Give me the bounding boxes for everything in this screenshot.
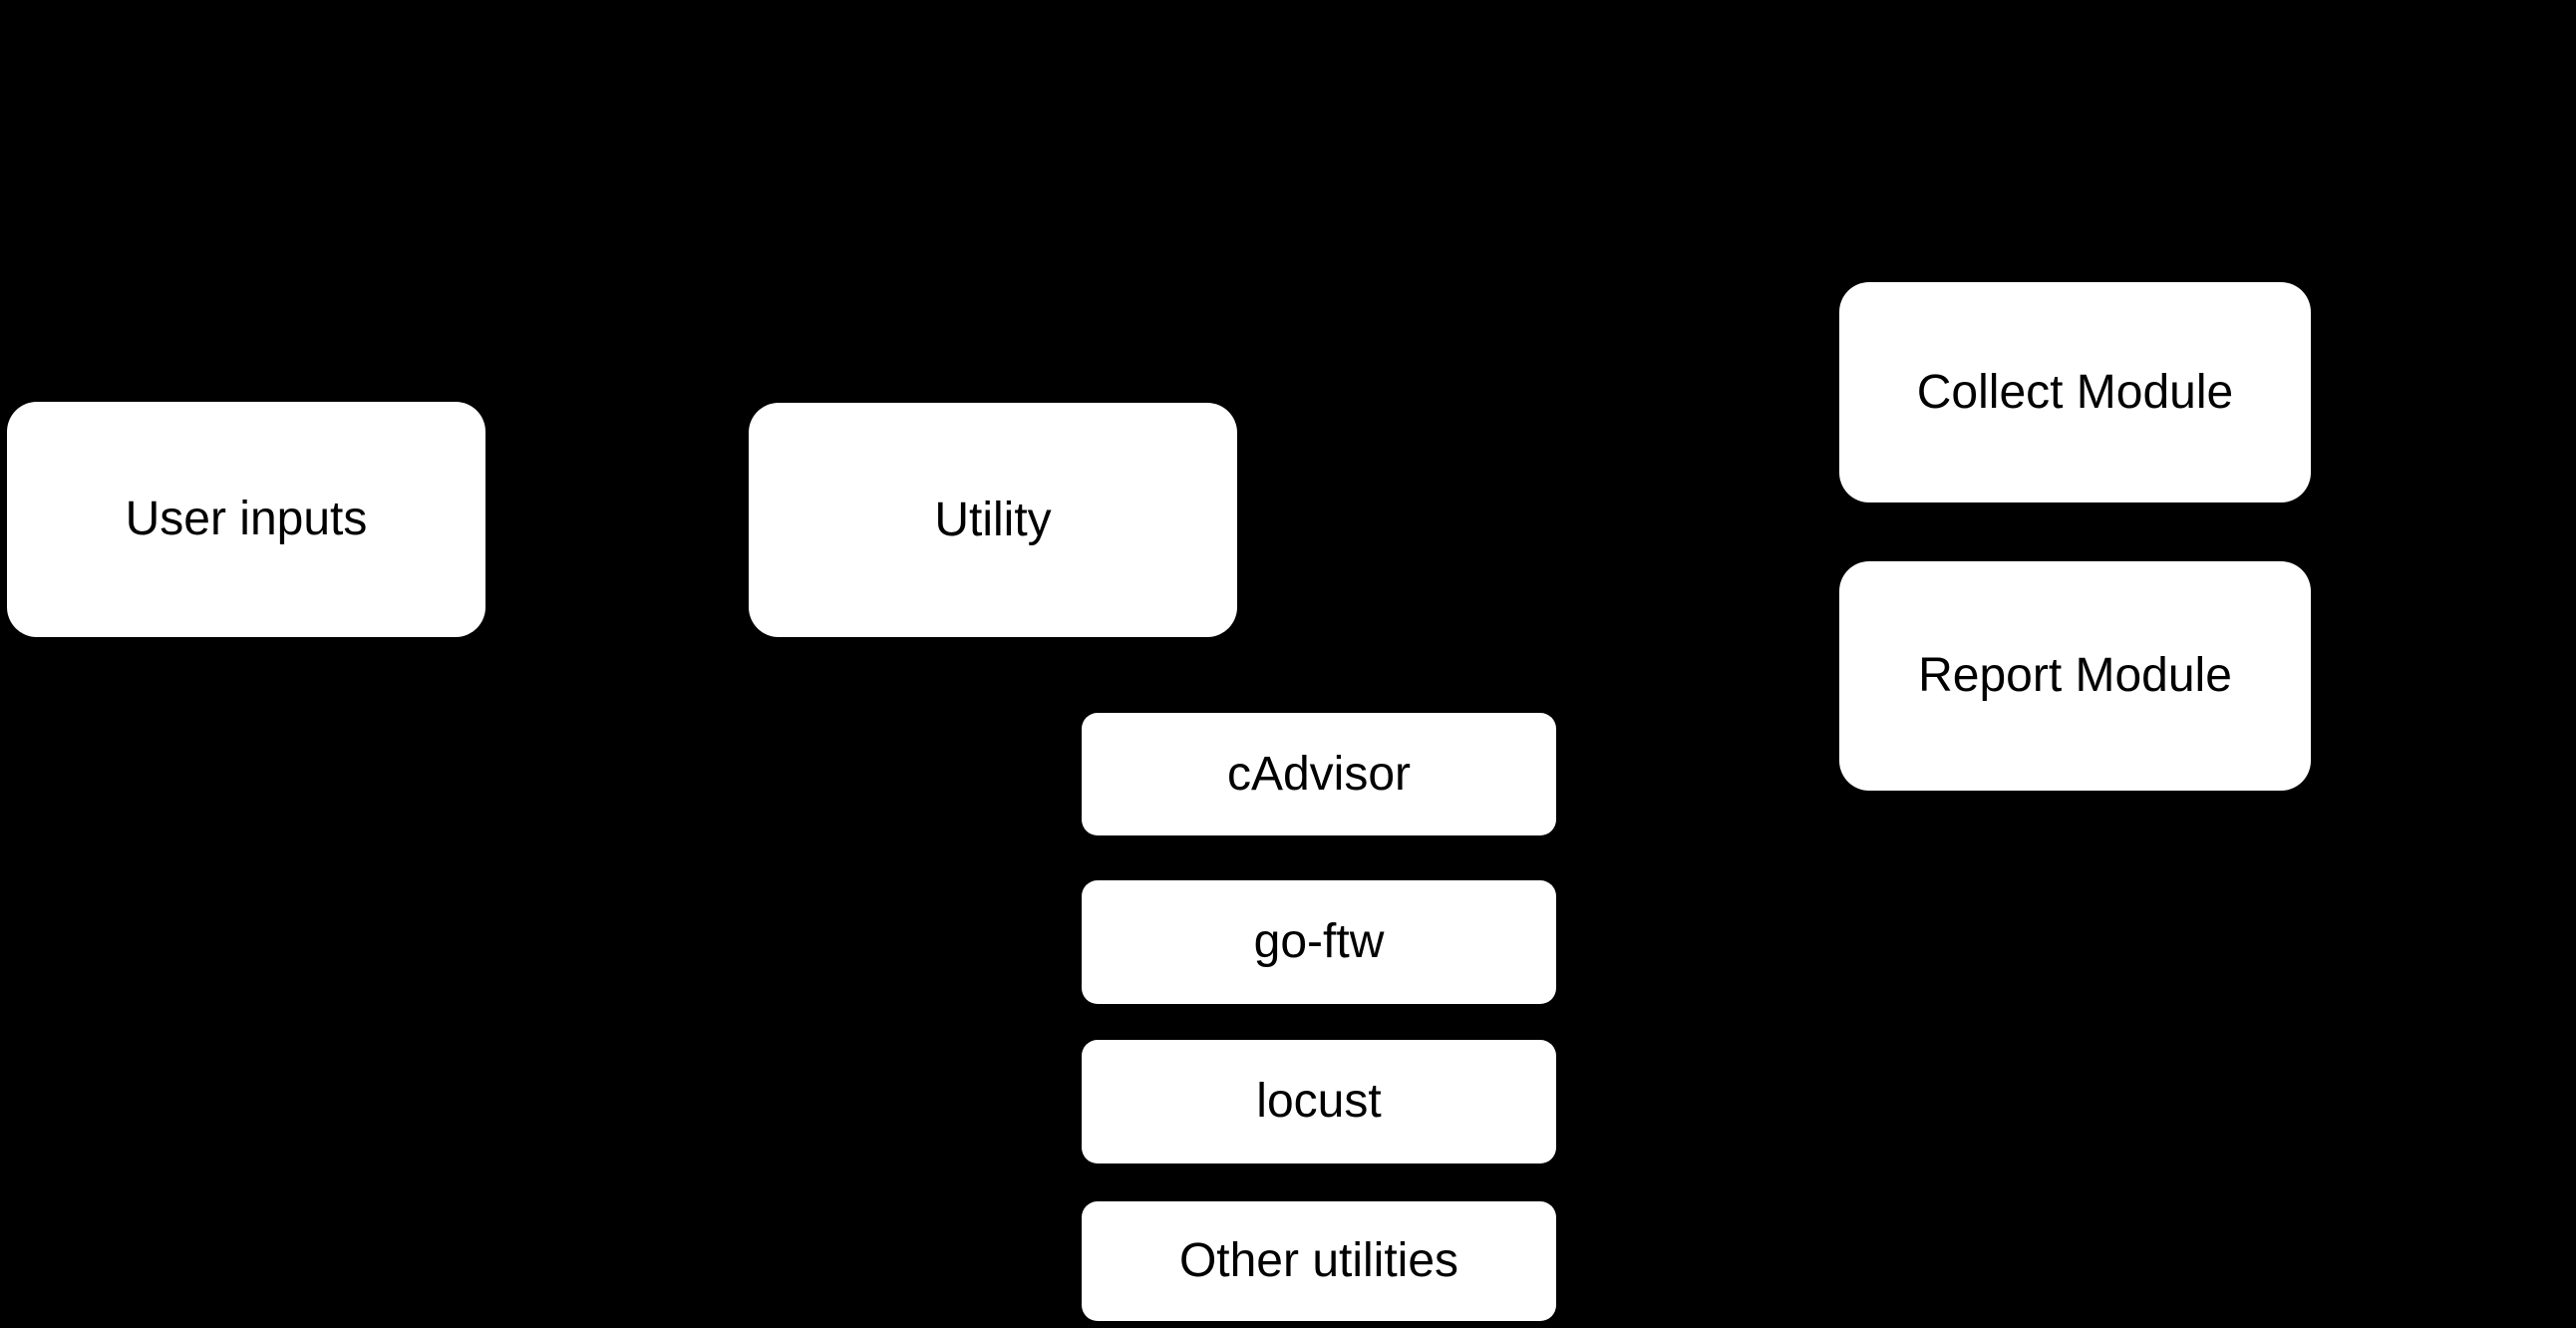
node-collect-module-label: Collect Module — [1916, 365, 2234, 419]
node-report-module-label: Report Module — [1918, 649, 2232, 702]
node-utility: Utility — [749, 403, 1237, 637]
node-cadvisor: cAdvisor — [1082, 713, 1556, 835]
node-go-ftw-label: go-ftw — [1253, 915, 1385, 968]
node-utility-label: Utility — [934, 493, 1052, 546]
node-user-inputs-label: User inputs — [125, 493, 368, 545]
node-other-utilities-label: Other utilities — [1178, 1234, 1459, 1287]
node-report-module: Report Module — [1839, 561, 2311, 791]
node-cadvisor-label: cAdvisor — [1226, 747, 1412, 801]
node-locust: locust — [1082, 1040, 1556, 1163]
node-collect-module: Collect Module — [1839, 282, 2311, 502]
node-other-utilities: Other utilities — [1082, 1201, 1556, 1321]
node-go-ftw: go-ftw — [1082, 880, 1556, 1004]
node-locust-label: locust — [1256, 1075, 1382, 1128]
node-user-inputs: User inputs — [7, 402, 485, 637]
